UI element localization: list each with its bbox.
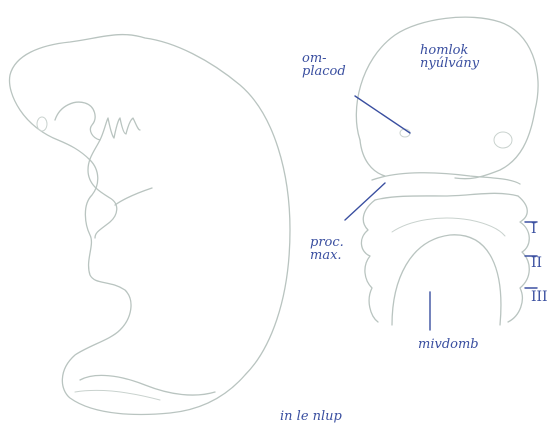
right-head-left <box>360 140 385 176</box>
left-head-fold <box>55 102 100 140</box>
pointer-omphaloid <box>355 96 410 133</box>
right-neck-band-lower <box>375 193 518 200</box>
label-head-fold: homlok nyúlvány <box>420 44 479 70</box>
left-arches <box>100 118 140 140</box>
label-midbrain: mivdomb <box>418 338 479 351</box>
left-body-line <box>115 188 152 205</box>
pointer-process <box>345 183 385 220</box>
caption-bottom: in le nlup <box>280 410 342 423</box>
left-tail-inner <box>75 390 160 400</box>
right-inner-arch <box>392 235 501 325</box>
right-placode-right <box>494 132 512 148</box>
label-arches: I II III <box>531 212 547 314</box>
right-head <box>356 17 538 179</box>
left-eye <box>37 117 47 131</box>
left-heart-bulge <box>88 140 117 238</box>
right-neck-band <box>372 173 520 184</box>
label-process: proc. max. <box>310 236 344 262</box>
label-omphaloid: om- placod <box>302 52 346 78</box>
left-embryo-outline <box>9 35 290 415</box>
left-tail <box>80 375 215 395</box>
right-arches-left <box>361 200 378 322</box>
right-arches <box>508 196 529 322</box>
right-inner-band <box>392 218 505 236</box>
